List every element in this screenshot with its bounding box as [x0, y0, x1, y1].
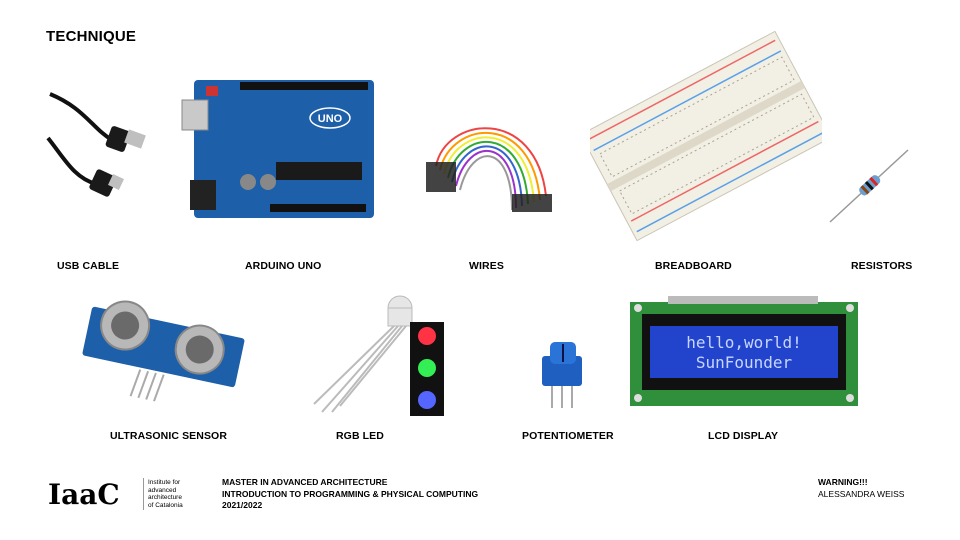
- lcd-line-1: hello,world!: [686, 333, 802, 352]
- logo-mark: IaaC: [48, 478, 120, 511]
- program-line-1: MASTER IN ADVANCED ARCHITECTURE: [222, 477, 388, 487]
- program-line-2: INTRODUCTION TO PROGRAMMING & PHYSICAL C…: [222, 488, 479, 499]
- wires-image: [426, 127, 552, 212]
- breadboard-image: [590, 30, 822, 242]
- rgb-led-label: RGB LED: [336, 430, 384, 442]
- usb-cable-image: [46, 92, 146, 197]
- page-title: TECHNIQUE: [46, 28, 137, 45]
- warning-text: WARNING!!!: [818, 477, 868, 487]
- lcd-display-image: hello,world! SunFounder: [630, 296, 858, 406]
- program-line-3: 2021/2022: [222, 500, 263, 510]
- lcd-display-label: LCD DISPLAY: [708, 430, 779, 442]
- arduino-uno-label: ARDUINO UNO: [245, 260, 322, 272]
- author-name: ALESSANDRA WEISS: [818, 488, 905, 499]
- usb-cable-label: USB CABLE: [57, 260, 120, 272]
- lcd-line-2: SunFounder: [696, 353, 793, 372]
- author-info: WARNING!!! ALESSANDRA WEISS: [818, 477, 904, 500]
- ultrasonic-sensor-label: ULTRASONIC SENSOR: [110, 430, 228, 442]
- potentiometer-label: POTENTIOMETER: [522, 430, 614, 442]
- potentiometer-image: [542, 342, 582, 408]
- arduino-uno-image: UNO: [181, 80, 374, 218]
- program-info: MASTER IN ADVANCED ARCHITECTURE INTRODUC…: [222, 477, 478, 512]
- arduino-board-text: UNO: [318, 113, 343, 125]
- ultrasonic-sensor-image: [82, 300, 245, 402]
- rgb-led-image: [313, 295, 444, 416]
- resistor-image: [829, 149, 909, 223]
- logo-subtitle: Institute for advanced architecture of C…: [148, 479, 183, 509]
- iaac-logo: IaaC Institute for advanced architecture…: [48, 478, 198, 512]
- breadboard-label: BREADBOARD: [655, 260, 732, 272]
- resistors-label: RESISTORS: [851, 260, 913, 272]
- wires-label: WIRES: [469, 260, 504, 272]
